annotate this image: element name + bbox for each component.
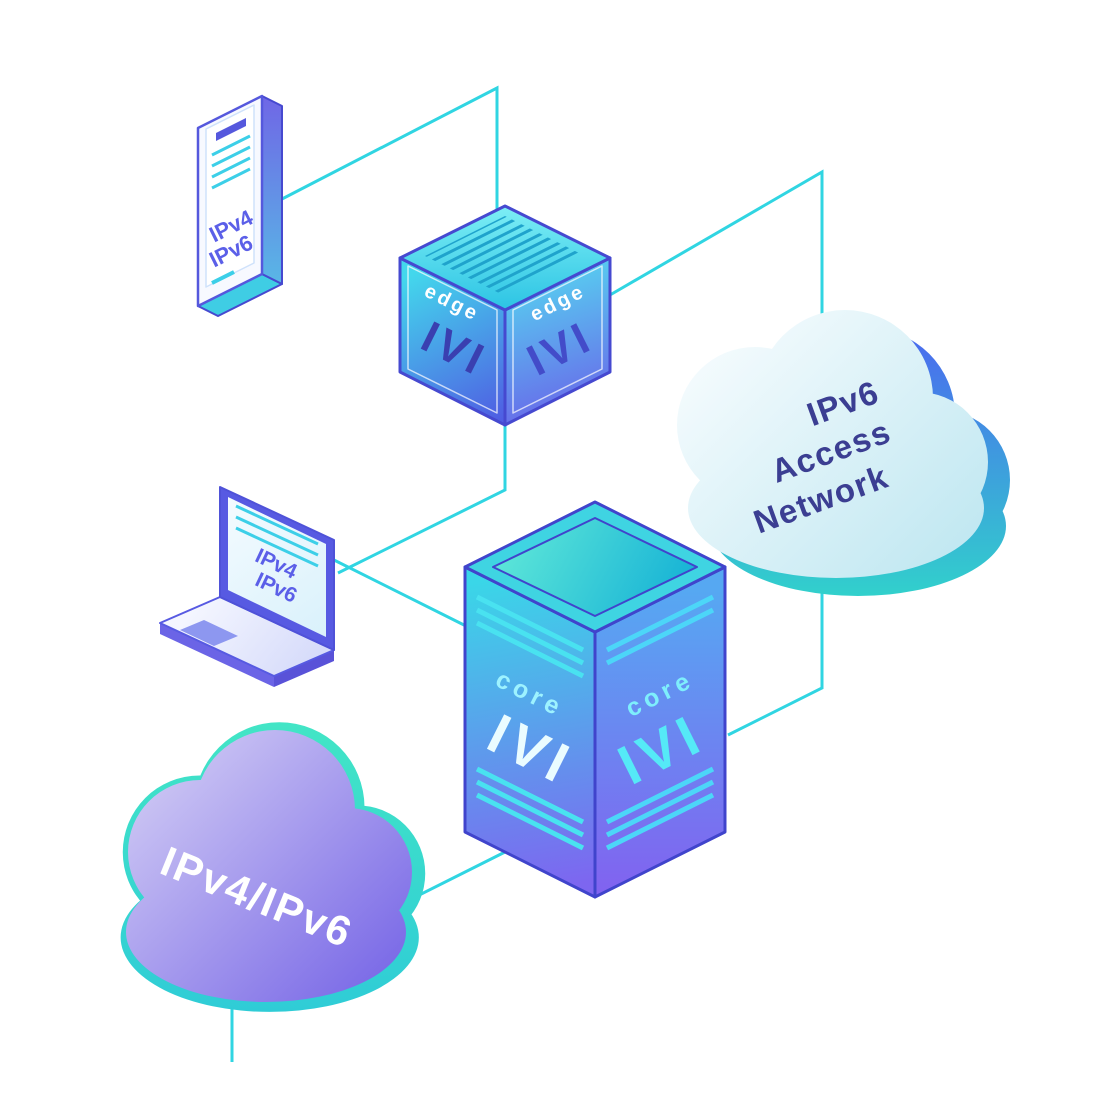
screen-line	[211, 156, 251, 179]
panel-stripe	[475, 620, 585, 679]
laptop-screen-lines	[235, 504, 319, 568]
panel-stripe	[475, 766, 585, 825]
panel-stripe	[475, 792, 585, 851]
laptop-trackpad	[180, 620, 238, 646]
phone-home-bar	[211, 270, 235, 285]
ipv6-access-cloud: IPv6 Access Network	[677, 310, 1010, 596]
screen-line	[235, 526, 319, 568]
laptop-base-front-right	[274, 650, 334, 687]
laptop-screen	[228, 497, 326, 637]
link-phone-edge-router	[281, 85, 499, 215]
phone-side-face	[261, 95, 283, 285]
laptop-base-front-left	[160, 623, 274, 687]
panel-stripe	[475, 594, 585, 653]
screen-line	[211, 167, 251, 190]
panel-stripe	[605, 779, 715, 838]
panel-stripe	[605, 607, 715, 666]
panel-stripe	[605, 594, 715, 653]
phone-screen-lines	[211, 134, 251, 190]
panel-stripe	[605, 766, 715, 825]
screen-line	[211, 145, 251, 168]
panel-stripe	[605, 792, 715, 851]
screen-line	[235, 515, 319, 557]
smartphone: IPv4 IPv6	[196, 94, 283, 317]
core-right-stripes	[605, 594, 715, 851]
core-left-stripes	[475, 594, 585, 851]
panel-stripe	[475, 779, 585, 838]
vent-line	[425, 216, 585, 278]
link-laptop-core	[329, 556, 471, 630]
edge-top-face	[398, 204, 612, 312]
core-router: core IVI core IVI	[463, 500, 727, 899]
edge-router: edge IVI edge IVI	[398, 204, 612, 427]
panel-stripe	[475, 607, 585, 666]
edge-right-face-inset	[512, 265, 603, 414]
edge-left-face-inset	[407, 265, 498, 414]
screen-line	[211, 134, 251, 157]
laptop: IPv4 IPv6	[159, 486, 335, 687]
link-edge-router-laptop	[337, 424, 507, 575]
screen-line	[235, 504, 319, 546]
core-top-panel	[492, 517, 698, 617]
dual-stack-cloud: IPv4/IPv6	[120, 722, 426, 1012]
phone-notch	[216, 118, 246, 141]
